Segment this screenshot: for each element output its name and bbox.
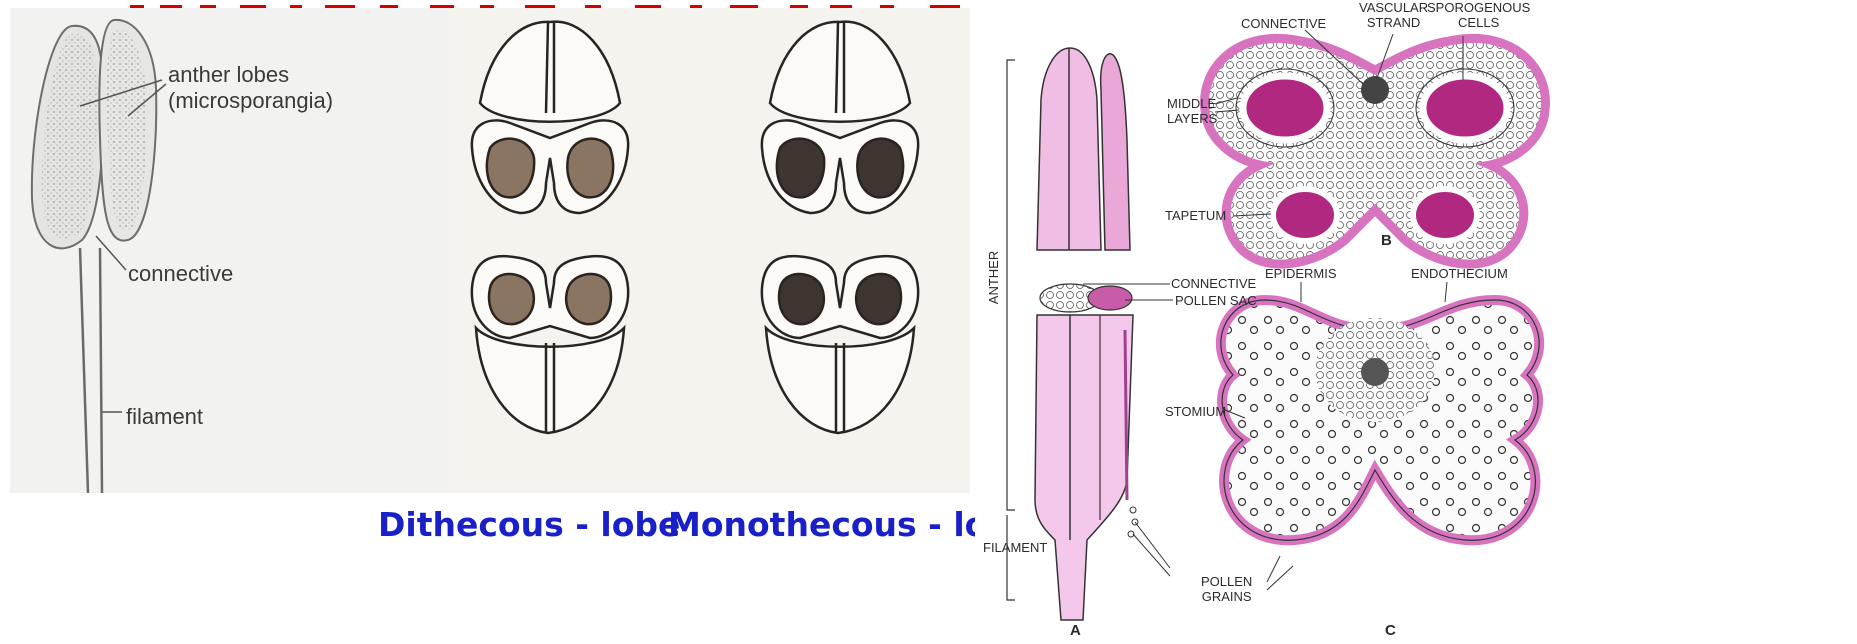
figure-letter-c: C — [1385, 622, 1396, 639]
label-endothecium: ENDOTHECIUM — [1411, 266, 1508, 281]
figure-letter-b: B — [1381, 232, 1392, 249]
label-filament-a: FILAMENT — [983, 540, 1047, 555]
figure-a-anther — [1007, 48, 1173, 620]
label-epidermis: EPIDERMIS — [1265, 266, 1337, 281]
label-connective-top: CONNECTIVE — [1241, 16, 1326, 31]
stamen-diagram: anther lobes (microsporangia) connective… — [10, 8, 450, 493]
figure-b-young-anther — [1205, 30, 1546, 264]
label-vascular-strand: VASCULAR STRAND — [1359, 0, 1428, 30]
label-anther: ANTHER — [986, 251, 1001, 304]
figure-letter-a: A — [1070, 622, 1081, 639]
label-anther-lobes: anther lobes — [168, 62, 289, 88]
label-filament: filament — [126, 404, 203, 430]
label-microsporangia: (microsporangia) — [168, 88, 333, 114]
figure-c-mature-anther — [1221, 282, 1539, 590]
label-pollen-grains: POLLEN GRAINS — [1201, 574, 1252, 604]
dithecous-anther-sketch — [472, 22, 628, 433]
label-middle-layers: MIDDLE LAYERS — [1167, 96, 1217, 126]
monothecous-anther-sketch — [762, 22, 918, 433]
label-connective: connective — [128, 261, 233, 287]
lobe-sketches-panel — [450, 8, 970, 493]
label-sporogenous-cells: SPOROGENOUS CELLS — [1427, 0, 1530, 30]
anther-structure-drawing — [975, 0, 1857, 644]
caption-dithecous: Dithecous - lobe — [378, 505, 680, 544]
label-connective-mid: CONNECTIVE — [1171, 276, 1256, 291]
anther-structure-diagram: CONNECTIVE VASCULAR STRAND SPOROGENOUS C… — [975, 0, 1857, 644]
label-pollen-sac: POLLEN SAC — [1175, 293, 1257, 308]
lobe-sketches — [450, 8, 970, 493]
label-stomium: STOMIUM — [1165, 404, 1226, 419]
label-tapetum: TAPETUM — [1165, 208, 1226, 223]
